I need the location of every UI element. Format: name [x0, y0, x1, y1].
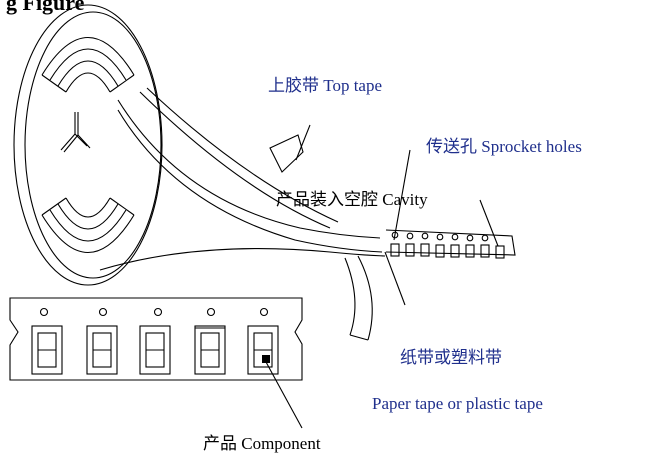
sprocket-hole — [466, 234, 474, 242]
cavity — [465, 244, 475, 258]
flat-tape-section — [9, 297, 303, 381]
sprocket-hole — [39, 307, 49, 317]
sprocket-hole — [451, 233, 459, 241]
cavity — [405, 243, 415, 257]
label-paper-tape-en: Paper tape or plastic tape — [372, 394, 543, 413]
leader-lines — [265, 124, 499, 429]
reel-hub — [60, 112, 91, 153]
pocket — [139, 325, 171, 375]
reel-lower-window — [41, 197, 135, 253]
label-sprocket-holes: 传送孔 Sprocket holes — [426, 137, 582, 156]
sprocket-hole — [436, 233, 444, 241]
reel — [13, 4, 163, 286]
figure-heading: g Figure — [6, 0, 85, 15]
reel-upper-window — [41, 37, 135, 93]
pocket — [86, 325, 118, 375]
pocket — [31, 325, 63, 375]
sprocket-hole — [98, 307, 108, 317]
leader-sprocket-holes — [393, 149, 411, 241]
label-top-tape: 上胶带 Top tape — [268, 76, 382, 95]
tape-cavities — [390, 243, 505, 259]
cavity — [495, 245, 505, 259]
leader-paper-tape — [384, 251, 406, 306]
carrier-tape-path — [99, 99, 386, 271]
cavity — [435, 244, 445, 258]
pocket — [194, 325, 226, 375]
sprocket-hole — [481, 234, 489, 242]
sprocket-holes — [391, 231, 489, 242]
leader-cavity — [479, 199, 499, 247]
label-component: 产品 Component — [203, 434, 321, 453]
cavity — [450, 244, 460, 258]
sprocket-hole — [259, 307, 269, 317]
carrier-tape-segment — [385, 229, 516, 259]
sprocket-hole — [421, 232, 429, 240]
reel-inner-rim — [24, 11, 162, 279]
pocket — [247, 325, 279, 375]
label-paper-tape-cn: 纸带或塑料带 — [400, 348, 502, 367]
sprocket-hole — [406, 232, 414, 240]
cavity — [390, 243, 400, 257]
paper-tape-strip — [344, 255, 373, 341]
leader-component — [265, 361, 303, 429]
cavity — [420, 243, 430, 257]
component-mark — [262, 355, 270, 363]
label-cavity: 产品装入空腔 Cavity — [276, 190, 428, 209]
sprocket-hole — [206, 307, 216, 317]
top-tape-strip — [139, 87, 339, 229]
sprocket-hole — [153, 307, 163, 317]
leader-top-tape — [295, 124, 311, 161]
reel-outer-rim — [13, 4, 163, 286]
cavity — [480, 244, 490, 258]
